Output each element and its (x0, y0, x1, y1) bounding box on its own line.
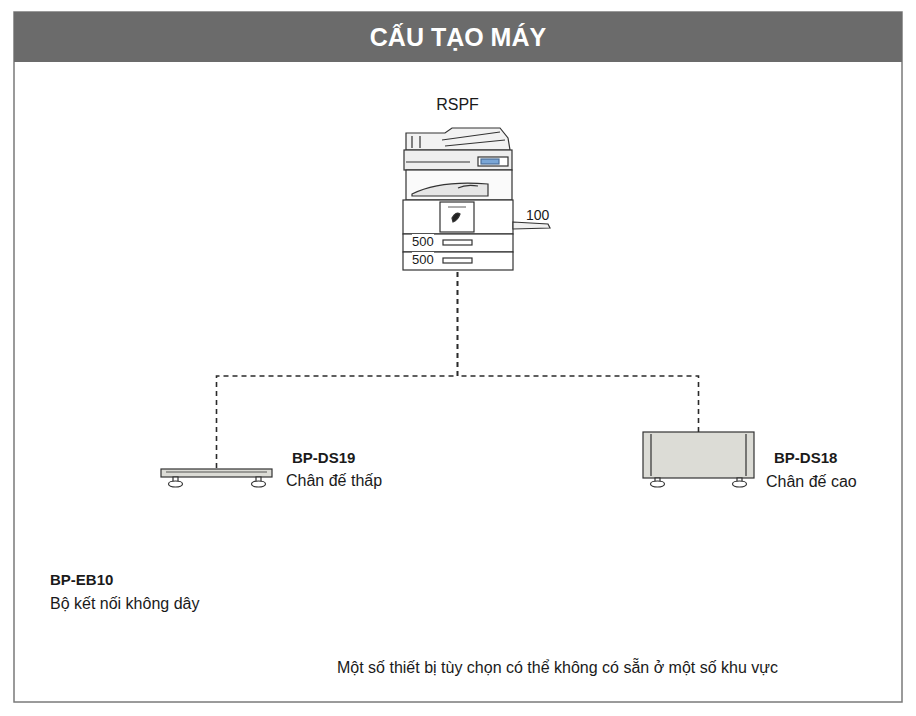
title-text: CẤU TẠO MÁY (370, 22, 546, 52)
stand-option: BP-DS19Chân đế thấp (161, 469, 272, 489)
low-stand-drawing (161, 469, 272, 487)
part-description: Chân đế thấp (286, 472, 382, 490)
part-description: Chân đế cao (766, 473, 857, 491)
printer-drawing (403, 128, 550, 270)
callout-number: 100 (526, 206, 549, 224)
part-name: BP-EB10 (50, 571, 113, 589)
part-name: BP-DS18 (774, 449, 837, 467)
tray-capacity: 500 (412, 234, 434, 250)
title-bar (14, 12, 902, 62)
footnote: Một số thiết bị tùy chọn có thể không có… (337, 659, 778, 677)
dashed-connector (458, 272, 699, 432)
part-name: BP-DS19 (292, 449, 355, 467)
tray-capacity: 500 (412, 252, 434, 268)
part-name: RSPF (436, 96, 479, 114)
high-stand-drawing (643, 432, 754, 487)
dashed-connector (217, 272, 458, 469)
frame (14, 12, 902, 702)
part-description: Bộ kết nối không dây (50, 595, 199, 613)
stand-option: BP-DS18Chân đế cao (643, 432, 754, 487)
